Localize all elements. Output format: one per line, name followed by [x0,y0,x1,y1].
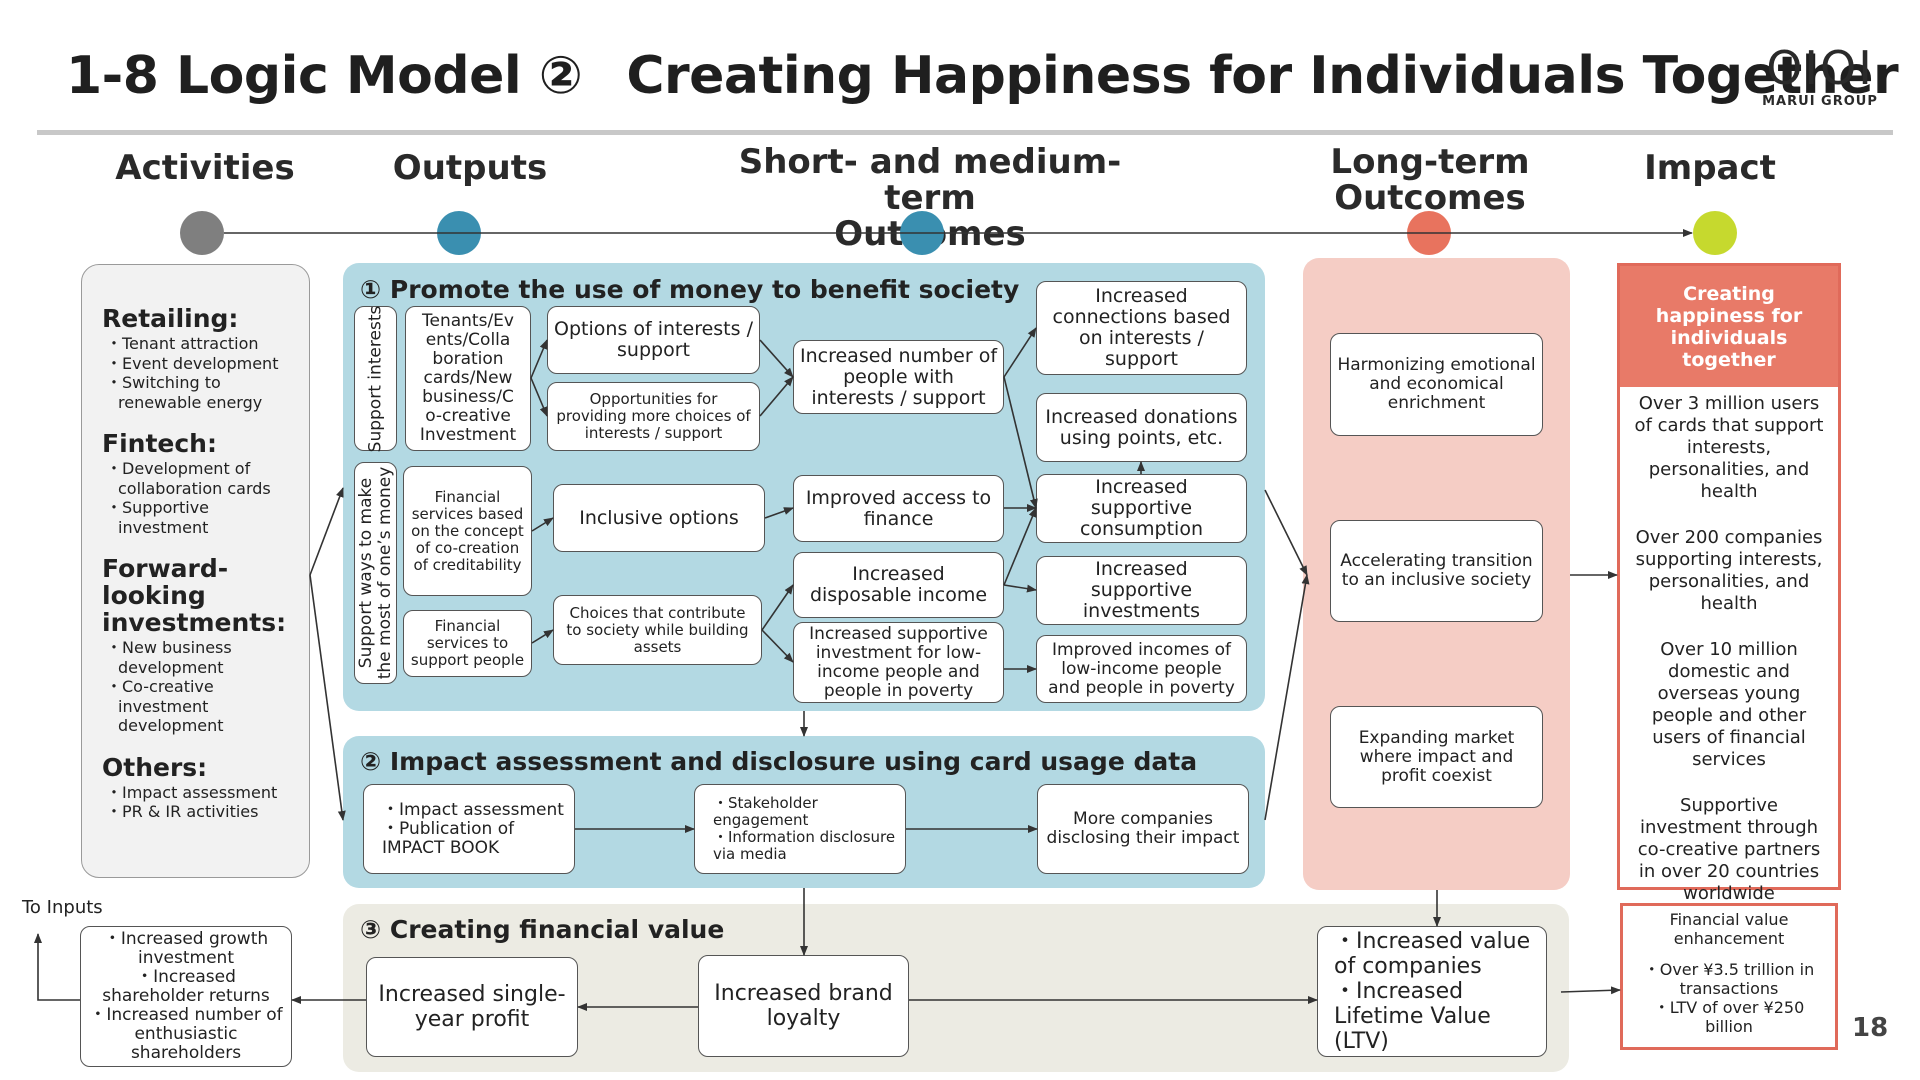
financial-services-concept-box: Financial services based on the concept … [403,466,532,596]
supportive-investment-low-box: Increased supportive investment for low-… [793,622,1004,703]
impact-panel: Creating happiness for individuals toget… [1617,263,1841,904]
list-item: ・Impact assessment [106,782,278,802]
to-inputs-arrow [34,933,80,1001]
section3-title: ③ Creating financial value [360,915,725,944]
marui-logo: OIOI MARUI GROUP [1745,42,1895,122]
impact-item: Over 3 million users of cards that suppo… [1634,393,1824,502]
donations-box: Increased donations using points, etc. [1036,393,1247,462]
financial-value-panel: Financial value enhancement ・Over ¥3.5 t… [1620,903,1838,1050]
section1-arrow [530,377,548,417]
section1-arrow [1003,507,1037,586]
section1-arrow [1003,584,1037,593]
stage-outputs: Outputs [392,148,548,188]
activities-dot [180,211,224,255]
to-long-term-arrow [1264,574,1310,821]
supportive-consumption-box: Increased supportive consumption [1036,474,1247,543]
section1-arrow [1003,327,1037,378]
impact-heading: Creating happiness for individuals toget… [1620,266,1838,387]
inclusive-options-box: Inclusive options [553,484,765,552]
disposable-income-box: Increased disposable income [793,552,1004,618]
section1-arrow [530,339,548,379]
harmonizing-box: Harmonizing emotional and economical enr… [1330,333,1543,436]
financial-value-heading: Financial value enhancement [1669,910,1789,948]
expanding-box: Expanding market where impact and profit… [1330,706,1543,808]
others-heading: Others: [102,752,208,782]
to-financial-value-arrow [1560,986,1621,995]
options-box: Options of interests / support [547,306,760,374]
more-companies-box: More companies disclosing their impact [1037,784,1249,874]
impact-item: Supportive investment through co-creativ… [1637,795,1821,904]
connections-box: Increased connections based on interests… [1036,281,1247,375]
section1-arrow [531,517,554,532]
section1-arrow [764,507,794,519]
financial-value-items: ・Over ¥3.5 trillion in transactions ・LTV… [1643,960,1815,1036]
list-item: ・Switching to renewable energy [106,373,263,412]
section1-arrow [1003,376,1038,509]
supportive-investments-box: Increased supportive investments [1036,556,1247,625]
brand-loyalty-box: Increased brand loyalty [698,955,909,1057]
list-item: ・New business development [106,638,232,677]
retailing-heading: Retailing: [102,304,239,333]
financial-services-support-box: Financial services to support people [403,610,532,677]
returns-box: ・Increased growth investment ・Increased … [80,926,292,1067]
forward-list: ・New business development ・Co-creative i… [102,638,297,736]
stage-impact: Impact [1644,148,1776,188]
list-item: ・Development of collaboration cards [106,459,271,498]
section1-title: ① Promote the use of money to benefit so… [360,275,1020,304]
logo-text: MARUI GROUP [1762,94,1878,109]
to-inputs-label: To Inputs [22,897,103,918]
stage-long-term: Long-term Outcomes [1320,144,1540,216]
stage-long-term-line1: Long-term [1330,142,1530,182]
stakeholder-box: ・Stakeholder engagement ・Information dis… [694,784,906,874]
list-item: ・Supportive investment [106,498,210,537]
list-item: ・Tenant attraction [106,334,259,353]
impact-assessment-box: ・Impact assessment ・Publication of IMPAC… [363,784,575,874]
section2-title: ② Impact assessment and disclosure using… [360,747,1198,776]
accelerating-box: Accelerating transition to an inclusive … [1330,520,1543,622]
section1-arrow [759,376,794,417]
fintech-heading: Fintech: [102,429,217,458]
section1-arrow [761,584,794,631]
others-list: ・Impact assessment ・PR & IR activities [102,783,297,822]
stage-long-term-line2: Outcomes [1334,178,1526,218]
fintech-list: ・Development of collaboration cards ・Sup… [102,459,297,537]
activities-to-section1-arrow [309,487,344,576]
increased-people-box: Increased number of people with interest… [793,340,1004,414]
retailing-list: ・Tenant attraction ・Event development ・S… [102,334,297,412]
stage-short-term-line1: Short- and medium-term [738,142,1122,218]
list-item: ・PR & IR activities [106,802,259,821]
title-divider [37,130,1893,135]
stage-activities: Activities [115,148,295,188]
impact-item: Over 200 companies supporting interests,… [1635,527,1823,614]
opportunities-box: Opportunities for providing more choices… [547,382,760,451]
page-number: 18 [1852,1013,1889,1043]
section1-arrow [759,339,794,378]
single-year-profit-box: Increased single-year profit [366,957,578,1057]
tenants-box: Tenants/Ev ents/Colla boration cards/New… [405,306,531,451]
choices-assets-box: Choices that contribute to society while… [553,595,762,665]
to-long-term-arrow [1264,489,1308,576]
forward-heading: Forward-looking investments: [102,554,287,637]
section1-arrow [531,629,554,644]
value-companies-box: ・Increased value of companies ・Increased… [1317,926,1547,1057]
list-item: ・Event development [106,353,279,373]
impact-dot [1693,211,1737,255]
activities-to-section2-arrow [309,574,346,821]
impact-item: Over 10 million domestic and overseas yo… [1651,639,1807,770]
improved-incomes-box: Improved incomes of low-income people an… [1036,635,1247,703]
list-item: ・Co-creative investment development [106,677,224,735]
activities-panel: Retailing: ・Tenant attraction ・Event dev… [81,264,310,878]
section1-arrow [761,629,794,663]
support-interests-label: Support interests [354,305,397,452]
logo-mark: OIOI [1766,41,1874,95]
